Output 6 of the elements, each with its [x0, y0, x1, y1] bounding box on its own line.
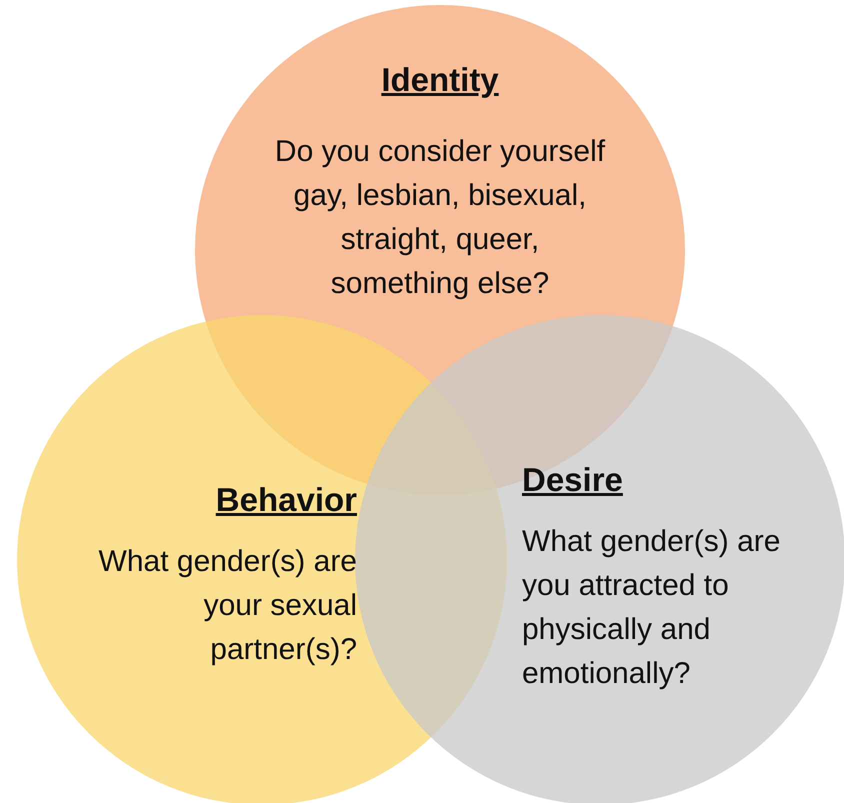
- question-text: What gender(s) are your sexual partner(s)?: [98, 544, 357, 668]
- circle-heading: Identity: [381, 61, 499, 98]
- circle-heading: Desire: [522, 461, 623, 498]
- circle-heading: Behavior: [216, 481, 357, 518]
- question-text: Do you consider yourself gay, lesbian, bisexual, straight, queer, something else?: [274, 134, 606, 302]
- question-text: What gender(s) are you attracted to physically and emotionally?: [522, 524, 782, 692]
